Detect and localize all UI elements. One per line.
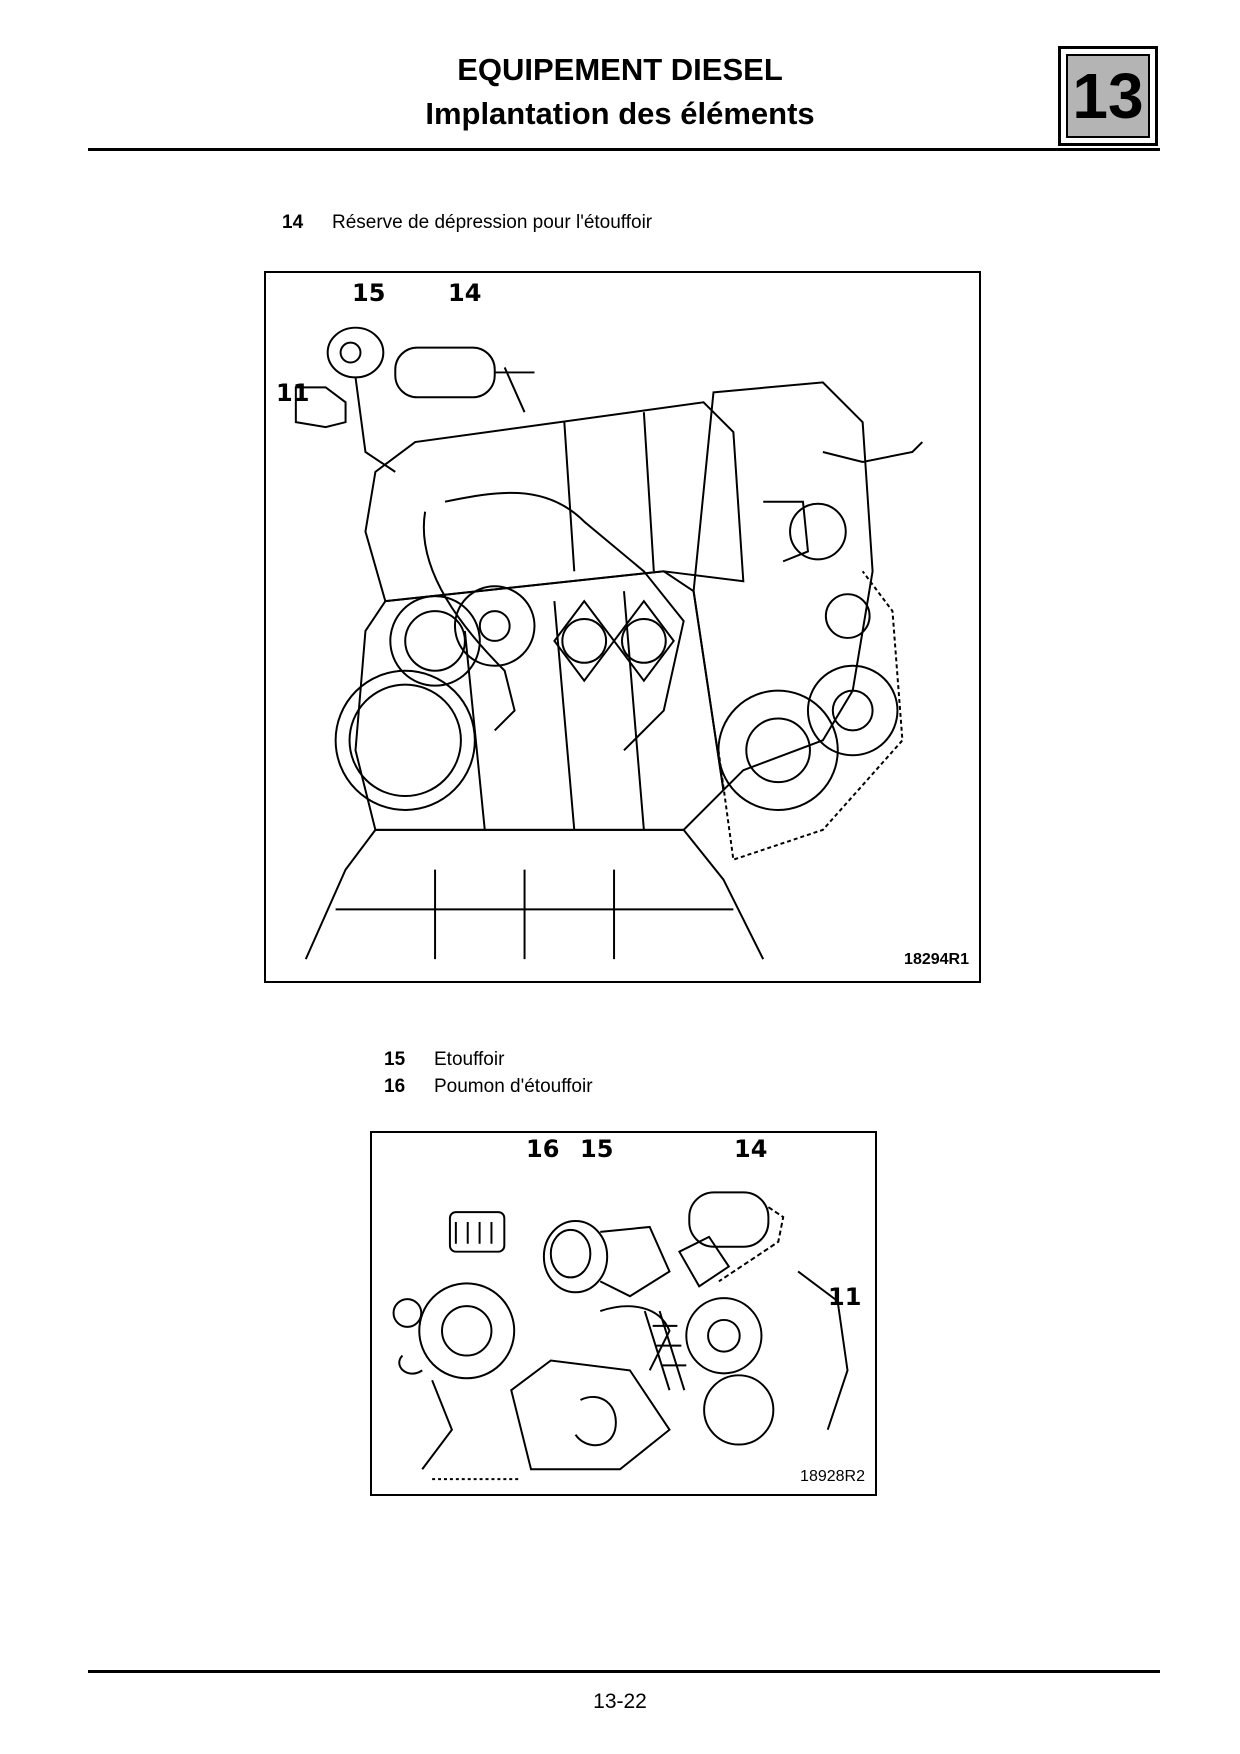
figure-code: 18294R1 <box>904 951 969 968</box>
legend-text: Poumon d'étouffoir <box>434 1076 593 1097</box>
legend-number: 16 <box>384 1076 406 1097</box>
figure-code: 18928R2 <box>800 1468 865 1485</box>
header-rule <box>88 148 1160 151</box>
callout-11: 11 <box>828 1283 862 1311</box>
legend-item: 14 Réserve de dépression pour l'étouffoir <box>282 212 652 234</box>
detail-drawing <box>392 1191 849 1481</box>
legend-item: 15 Etouffoir <box>384 1046 593 1073</box>
callout-15: 15 <box>580 1135 614 1163</box>
callout-14: 14 <box>734 1135 768 1163</box>
footer-rule <box>88 1670 1160 1673</box>
callout-15: 15 <box>352 279 386 307</box>
legend-top: 14 Réserve de dépression pour l'étouffoir <box>282 212 652 234</box>
legend-text: Etouffoir <box>434 1049 505 1070</box>
header-subtitle: Implantation des éléments <box>425 96 815 131</box>
callout-11: 11 <box>276 379 310 407</box>
callout-16: 16 <box>526 1135 560 1163</box>
stop-solenoid-detail-figure: 16 15 14 11 18928R2 <box>370 1131 877 1496</box>
legend-item: 16 Poumon d'étouffoir <box>384 1073 593 1100</box>
engine-overview-figure: 15 14 11 18294R1 <box>264 271 981 983</box>
header-title: EQUIPEMENT DIESEL <box>457 52 783 87</box>
page-number: 13-22 <box>593 1690 647 1713</box>
legend-number: 15 <box>384 1049 406 1070</box>
legend-text: Réserve de dépression pour l'étouffoir <box>332 212 653 233</box>
chapter-number: 13 <box>1066 54 1150 138</box>
chapter-badge: 13 <box>1058 46 1158 146</box>
legend-number: 14 <box>282 212 304 233</box>
legend-bottom: 15 Etouffoir 16 Poumon d'étouffoir <box>384 1046 593 1100</box>
callout-14: 14 <box>448 279 482 307</box>
engine-drawing <box>294 326 924 960</box>
